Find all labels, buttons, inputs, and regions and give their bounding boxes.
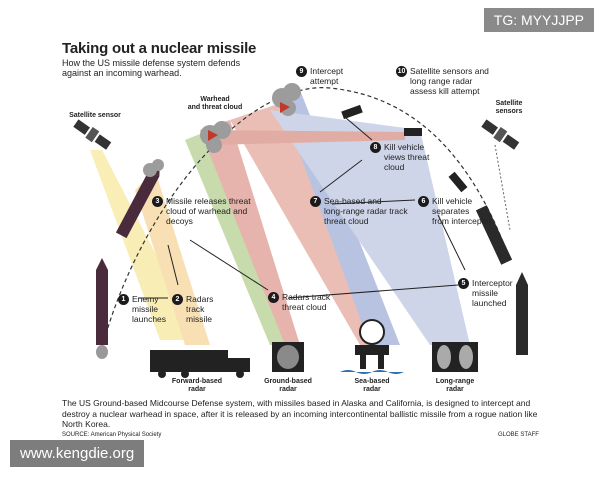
step-number: 1	[118, 294, 129, 305]
step-label: Kill vehicle separates from interceptor	[432, 196, 492, 226]
kill-vehicle	[341, 104, 468, 193]
step-number: 7	[310, 196, 321, 207]
step-label: Missile releases threat cloud of warhead…	[166, 196, 251, 226]
step-number: 10	[396, 66, 407, 77]
satellite-right-icon	[481, 119, 520, 150]
enemy-missile	[96, 258, 108, 359]
step-label: Interceptor missile launched	[472, 278, 513, 308]
watermark-site: www.kengdie.org	[10, 440, 145, 467]
step-number: 5	[458, 278, 469, 289]
warhead-cloud-label: Warhead and threat cloud	[187, 96, 243, 111]
long-range-radar	[432, 342, 478, 372]
warhead-triangle	[208, 130, 218, 141]
caption: The US Ground-based Midcourse Defense sy…	[62, 398, 538, 429]
ground-radar	[272, 342, 304, 372]
staff-credit: GLOBE STAFF	[498, 432, 539, 438]
step-number: 2	[172, 294, 183, 305]
sensor-link	[494, 144, 511, 231]
interceptor-missile	[475, 205, 528, 355]
beam-long-range	[270, 110, 470, 345]
page-subtitle: How the US missile defense system defend…	[62, 58, 241, 78]
radar-label-forward: Forward-based radar	[171, 378, 223, 393]
beam-forward-radar	[135, 170, 210, 345]
sensor-label-right: Satellite sensors	[495, 100, 523, 115]
step-arrows	[138, 117, 466, 299]
source-credit: SOURCE: American Physical Society	[62, 432, 162, 438]
step-number: 3	[152, 196, 163, 207]
satellite-left-icon	[73, 119, 112, 150]
radar-label-long: Long-range radar	[435, 378, 475, 393]
threat-cloud	[143, 83, 301, 177]
step-label: Enemy missile launches	[132, 294, 167, 324]
step-label: Kill vehicle views threat cloud	[384, 142, 430, 172]
step-number: 6	[418, 196, 429, 207]
step-label: Intercept attempt	[310, 66, 344, 86]
radar-label-sea: Sea-based radar	[354, 378, 390, 393]
warhead-triangle-2	[280, 102, 290, 113]
page-title: Taking out a nuclear missile	[62, 40, 257, 57]
sensor-label-left: Satellite sensor	[69, 112, 121, 119]
sea-radar	[340, 319, 404, 374]
beam-kill-vehicle	[205, 130, 405, 145]
step-number: 4	[268, 292, 279, 303]
step-label: Radars track missile	[186, 294, 214, 324]
step-label: Sea-based and long-range radar track thr…	[324, 196, 408, 226]
radar-label-ground: Ground-based radar	[264, 378, 312, 393]
forward-radar-truck	[150, 350, 250, 378]
radar-beams	[90, 90, 470, 345]
watermark-tg: TG: MYYJJPP	[483, 8, 594, 32]
beam-ground-red	[200, 120, 300, 345]
step-label: Satellite sensors and long range radar a…	[410, 66, 489, 96]
step-label: Radars track threat cloud	[282, 292, 331, 312]
step-number: 8	[370, 142, 381, 153]
step-number: 9	[296, 66, 307, 77]
